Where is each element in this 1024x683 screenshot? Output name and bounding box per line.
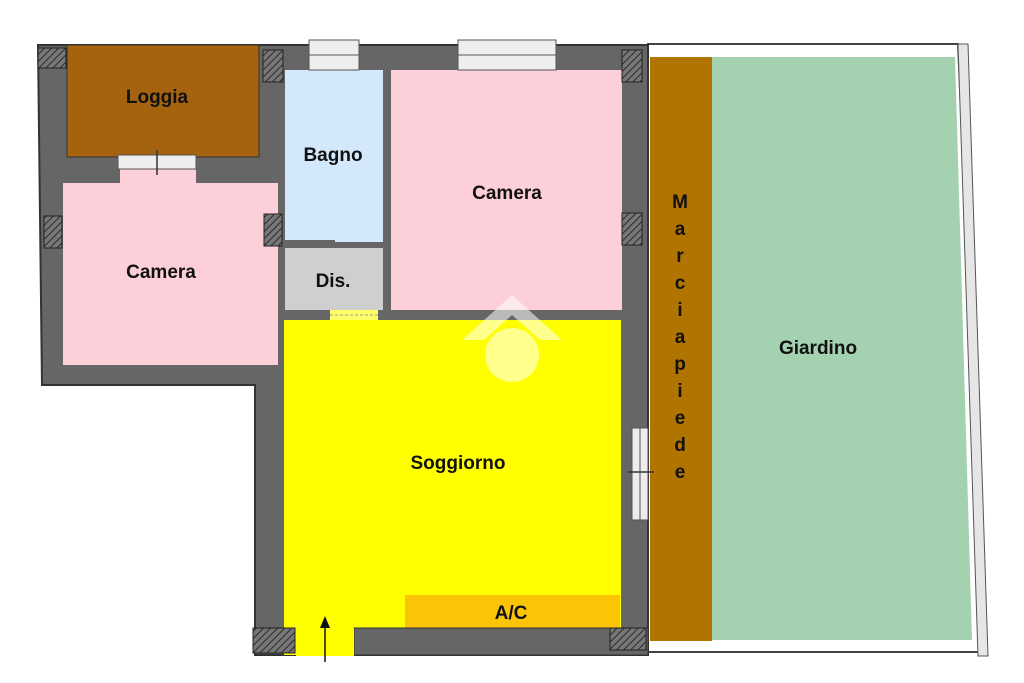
marciapiede-letter: e bbox=[675, 408, 686, 429]
loggia-room bbox=[66, 44, 260, 158]
marciapiede-letter: d bbox=[674, 435, 686, 456]
ac-unit bbox=[405, 595, 620, 628]
pillar bbox=[621, 212, 643, 246]
giardino-label: Giardino bbox=[779, 338, 857, 359]
pillar bbox=[37, 47, 67, 69]
dis-doorway bbox=[330, 310, 378, 320]
entrance-arrow-icon bbox=[320, 616, 330, 662]
marciapiede-letter: r bbox=[676, 246, 684, 267]
camera-top-label: Camera bbox=[472, 183, 542, 204]
marciapiede-letter: M bbox=[672, 192, 688, 213]
bagno-door-wall bbox=[285, 240, 335, 246]
pillar bbox=[43, 215, 63, 249]
house-watermark-icon bbox=[462, 295, 562, 382]
garden-border-inner bbox=[957, 43, 989, 657]
marciapiede-letter: c bbox=[675, 273, 686, 294]
camera-top-room bbox=[391, 70, 622, 310]
camera-left-label: Camera bbox=[126, 262, 196, 283]
soggiorno-bottom-wall bbox=[353, 627, 649, 656]
marciapiede-letter: a bbox=[675, 327, 686, 348]
pillar bbox=[621, 49, 643, 83]
pillar bbox=[263, 213, 283, 247]
ac-label: A/C bbox=[495, 603, 528, 624]
disimpegno-room bbox=[285, 248, 383, 310]
pillar bbox=[609, 627, 647, 651]
camera-left-notch bbox=[120, 165, 196, 185]
marciapiede-label: M a r c i a p i e d e bbox=[672, 192, 688, 483]
sidewalk-area bbox=[650, 57, 712, 641]
bagno-room bbox=[285, 70, 383, 242]
pillar bbox=[262, 49, 284, 83]
marciapiede-letter: a bbox=[675, 219, 686, 240]
loggia-label: Loggia bbox=[126, 87, 189, 108]
marciapiede-letter: i bbox=[677, 300, 682, 321]
marciapiede-letter: i bbox=[677, 381, 682, 402]
soggiorno-label: Soggiorno bbox=[411, 453, 506, 474]
bagno-label: Bagno bbox=[303, 145, 362, 166]
garden-area bbox=[712, 57, 972, 640]
disimpegno-label: Dis. bbox=[316, 271, 351, 292]
marciapiede-letter: e bbox=[675, 462, 686, 483]
camera-left-room bbox=[63, 183, 278, 365]
marciapiede-letter: p bbox=[674, 354, 686, 375]
pillar bbox=[252, 627, 296, 654]
